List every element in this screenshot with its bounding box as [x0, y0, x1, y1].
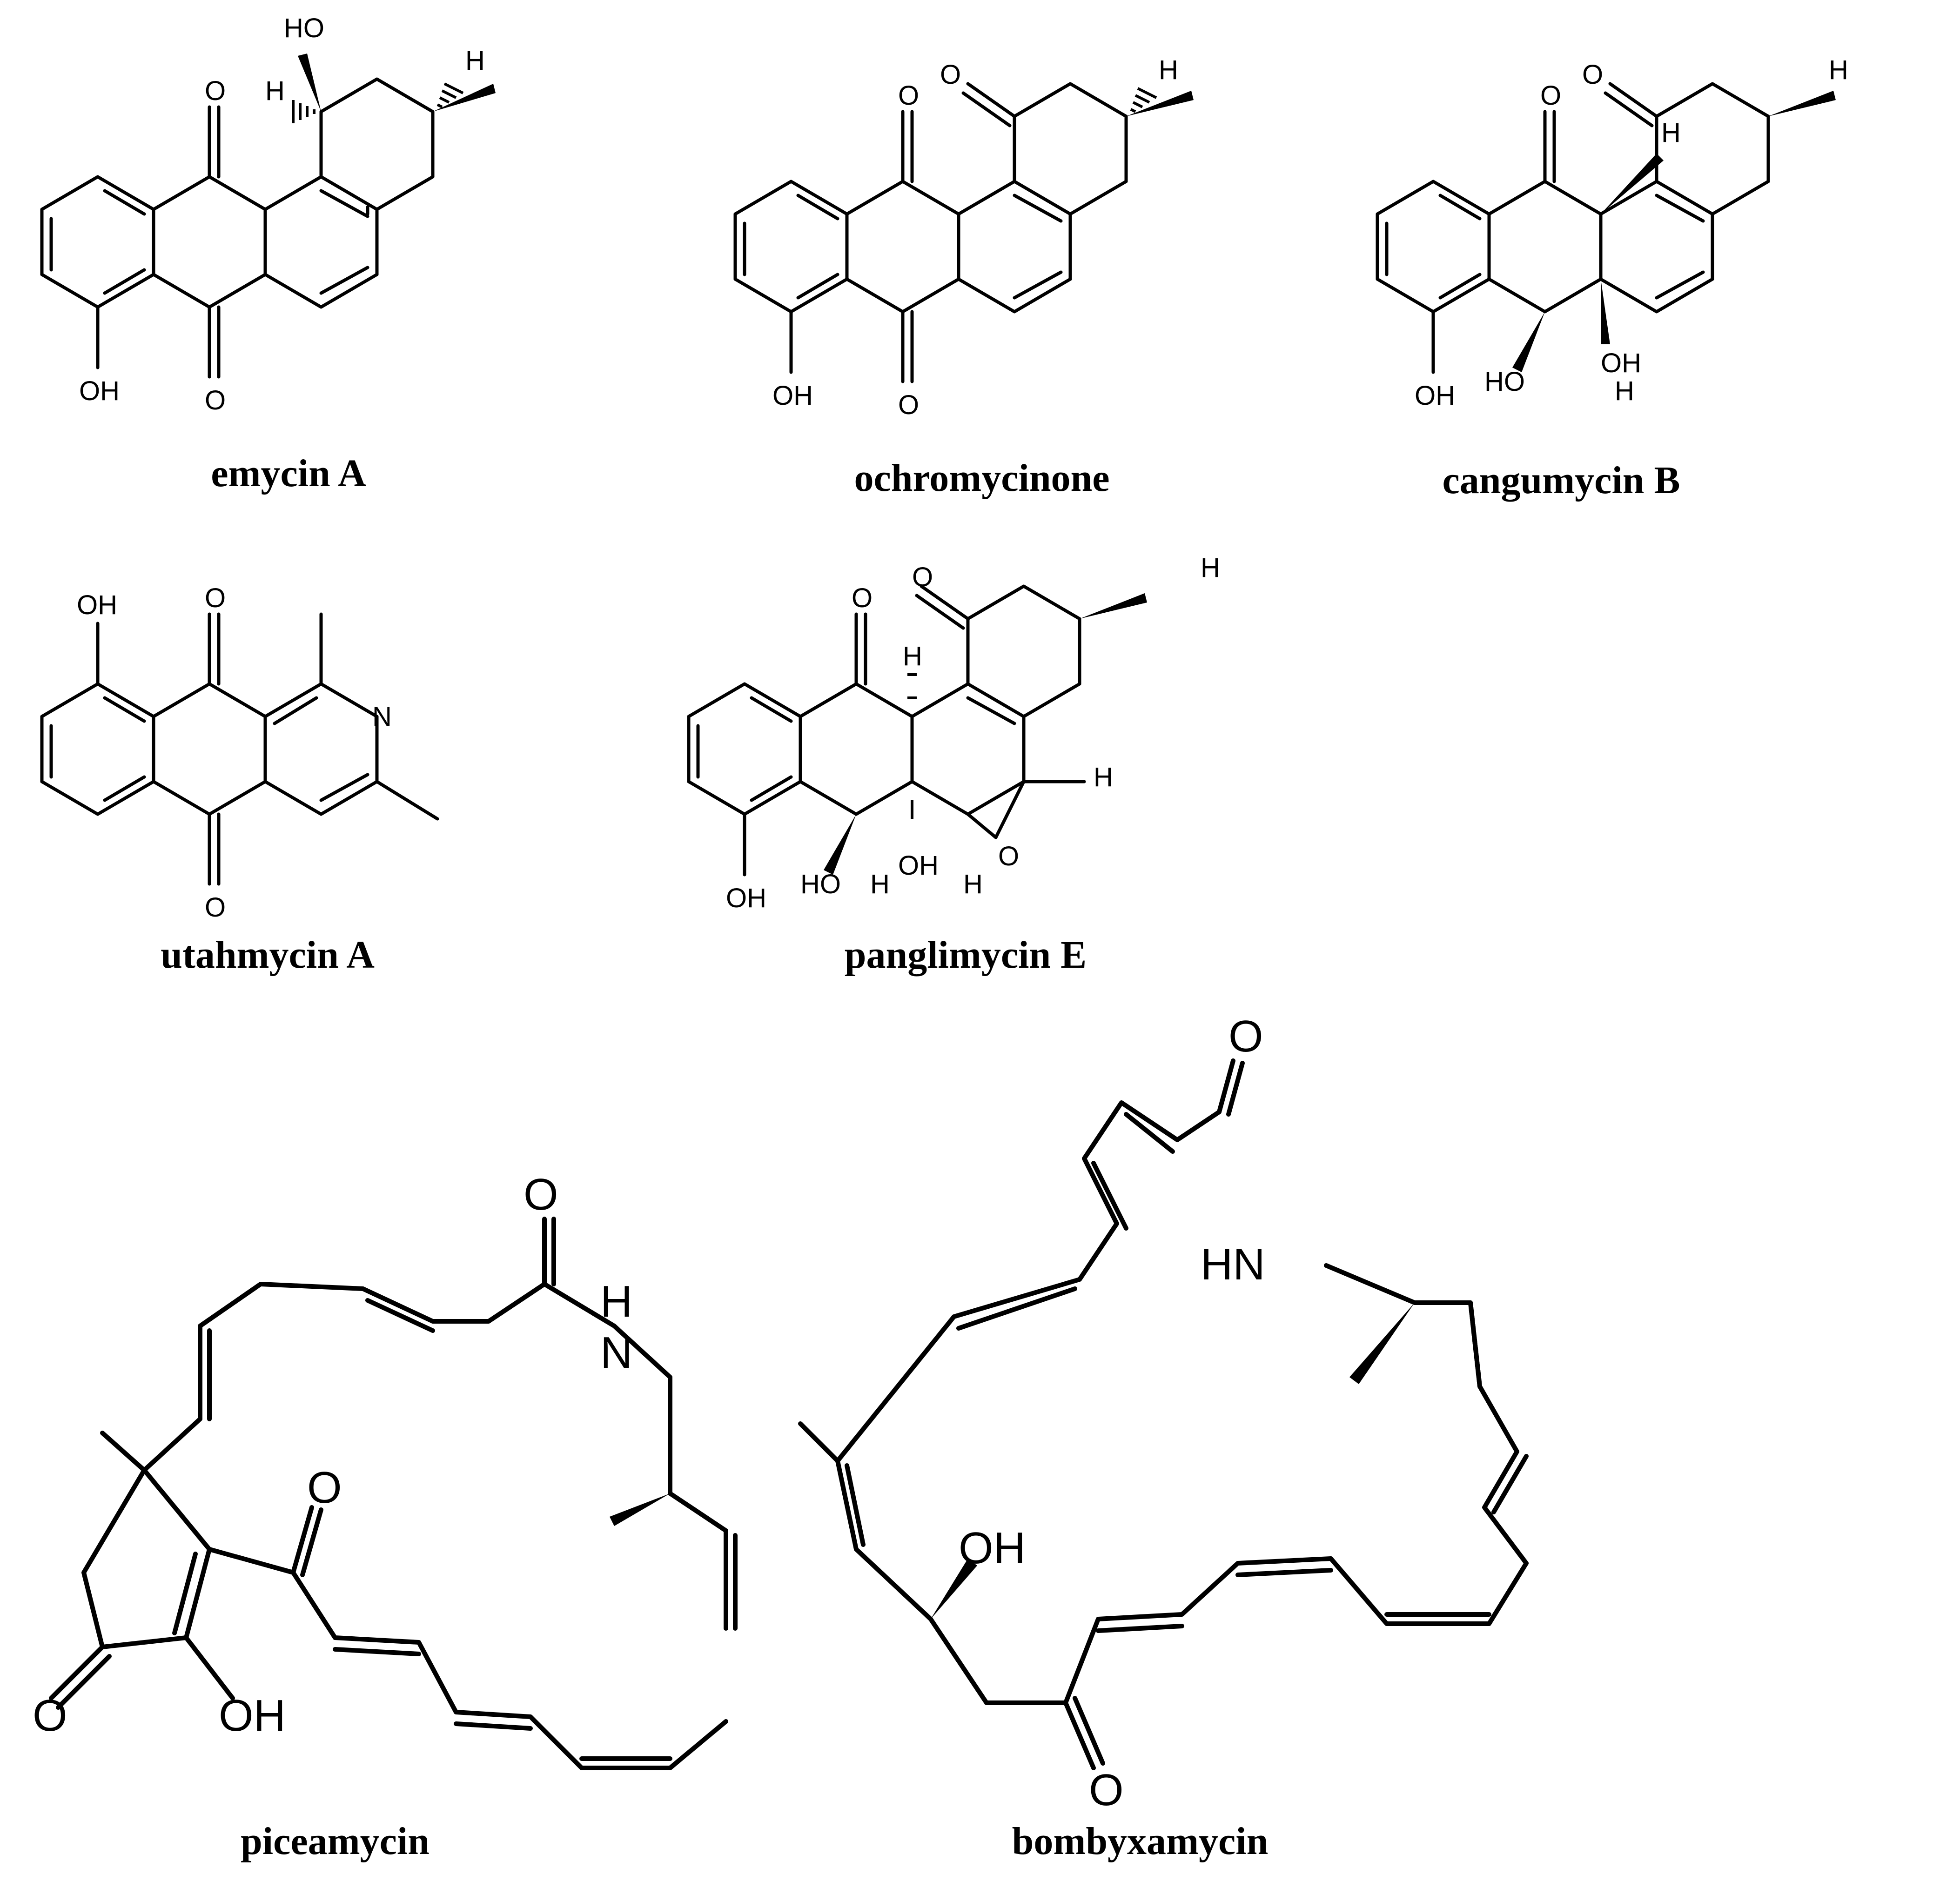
atom-label: HO [284, 13, 324, 43]
atom-label: H [465, 46, 485, 76]
atom-label: OH [898, 850, 939, 881]
atom-label: O [898, 390, 919, 420]
atom-label: H [1201, 553, 1220, 583]
atom-label: OH [772, 381, 813, 411]
atom-label: H [600, 1277, 632, 1326]
compound-name: panglimycin E [845, 933, 1087, 977]
compound-name: bombyxamycin [1012, 1820, 1269, 1863]
structure-piceamycin: O H N O O OH piceamycin [33, 1170, 738, 1863]
atom-label: O [1540, 80, 1561, 111]
structure-panglimycin-e: O O O OH HO OH H H H H H panglimycin E [687, 553, 1220, 977]
compound-name: ochromycinone [854, 456, 1109, 500]
compound-name: utahmycin A [161, 933, 375, 977]
atom-label: OH [79, 376, 120, 406]
atom-label: OH [219, 1691, 286, 1740]
atom-label: HO [800, 869, 841, 899]
atom-label: O [898, 80, 919, 111]
atom-label: OH [959, 1523, 1026, 1573]
atom-label: O [307, 1463, 342, 1513]
structure-ochromycinone: O O O OH H ochromycinone [733, 55, 1194, 500]
compound-name: emycin A [211, 452, 366, 495]
atom-label: OH [726, 883, 766, 913]
atom-label: O [1582, 60, 1603, 90]
atom-label: OH [77, 590, 117, 620]
atom-label: O [205, 583, 226, 613]
atom-label: H [1094, 762, 1113, 792]
structure-cangumycin-b: O O OH HO OH H H H cangumycin B [1376, 55, 1848, 502]
compound-name: cangumycin B [1442, 459, 1680, 502]
atom-label: N [600, 1328, 632, 1378]
atom-label: HN [1201, 1239, 1265, 1289]
structure-utahmycin-a: O O OH N utahmycin A [40, 583, 439, 977]
atom-label: O [998, 841, 1019, 871]
compound-name: piceamycin [241, 1820, 430, 1863]
atom-label: H [1829, 55, 1848, 85]
atom-label: OH [1601, 348, 1641, 378]
atom-label: O [205, 385, 226, 415]
atom-label: HO [1484, 367, 1525, 397]
atom-label: N [372, 702, 392, 732]
structure-emycin-a: O O OH HO H H emycin A [40, 13, 496, 495]
atom-label: O [912, 562, 933, 592]
atom-label: O [205, 892, 226, 923]
atom-label: H [870, 869, 890, 899]
atom-label: O [33, 1691, 67, 1740]
structure-bombyxamycin: O HN OH O bombyxamycin [798, 1011, 1529, 1863]
atom-label: H [1661, 118, 1681, 148]
atom-label: O [852, 583, 873, 613]
atom-label: O [1089, 1765, 1124, 1815]
atom-label: H [963, 869, 983, 899]
atom-label: H [265, 76, 285, 106]
atom-label: OH [1415, 381, 1455, 411]
atom-label: O [1228, 1011, 1263, 1061]
atom-label: O [940, 60, 961, 90]
atom-label: O [205, 76, 226, 106]
atom-label: H [1159, 55, 1178, 85]
atom-label: H [1615, 376, 1634, 406]
atom-label: H [903, 641, 922, 671]
atom-label: O [524, 1170, 558, 1219]
